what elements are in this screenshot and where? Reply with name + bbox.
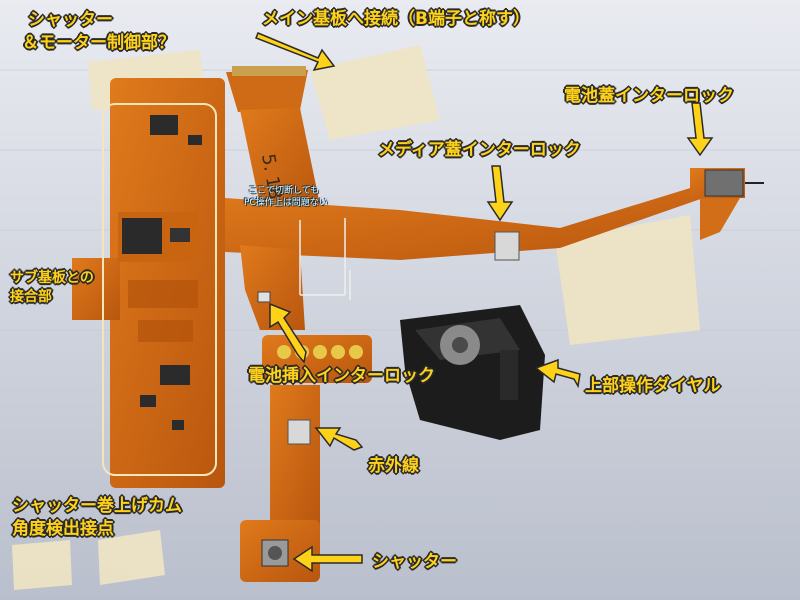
arrow-battery-cover [686,102,714,157]
shutter-flex [240,385,320,582]
note-cut-line2: PC操作上は問題ない [244,198,328,208]
arrow-shutter [292,545,363,573]
label-shutter-motor-control-line1: シャッター [28,10,113,30]
label-sub-board-joint-line1: サブ基板との [10,270,94,286]
arrow-top-dial [534,358,581,389]
note-cut-line1: ここで切断しても [248,186,320,196]
cut-guide-lines [299,218,351,300]
control-region-frame [102,103,217,476]
label-main-board-connection: メイン基板へ接続（B端子と称す） [262,9,530,29]
label-shutter-motor-control-line2: ＆モーター制御部？ [22,33,175,53]
annotation-arrows [255,32,714,573]
label-shutter-cam-contact-line1: シャッター巻上げカム [12,496,182,516]
label-shutter-cam-contact-line2: 角度検出接点 [12,519,114,539]
masking-tape [12,45,700,590]
label-media-cover-interlock: メディア蓋インターロック [378,140,581,160]
arrow-main-board [255,32,336,72]
label-battery-cover-interlock: 電池蓋インターロック [564,86,734,106]
horizontal-flex [225,168,764,261]
label-top-dial: 上部操作ダイヤル [585,376,721,396]
label-sub-board-joint-line2: 接合部 [10,289,52,305]
arrow-infrared [314,427,364,451]
label-infrared: 赤外線 [368,456,419,476]
arrow-battery-insert [269,302,307,364]
top-dial-assembly [400,305,545,440]
main-board-connector: 5. 18 [226,66,320,215]
label-battery-insert-interlock: 電池挿入インターロック [248,366,435,386]
label-shutter: シャッター [372,552,457,572]
arrow-media-cover [486,165,514,222]
left-control-board [72,78,225,488]
